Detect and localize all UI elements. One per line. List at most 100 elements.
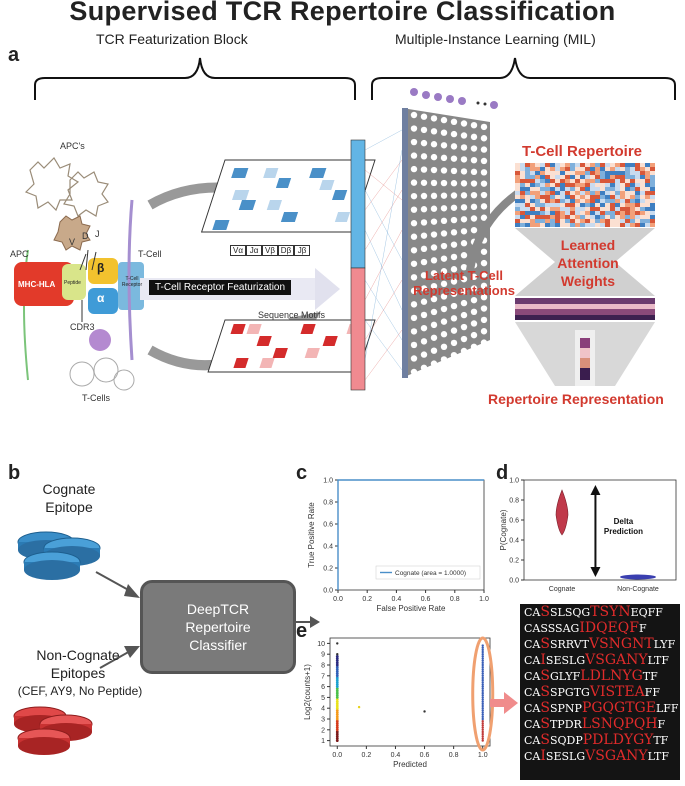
network-node — [440, 255, 448, 262]
heatmap-cell — [540, 215, 545, 219]
motifs-label: Sequence Motifs — [258, 310, 326, 320]
heatmap-cell — [525, 171, 530, 175]
attention-weights-strip — [515, 298, 655, 320]
logo-row: CASSRRVTVSNGNTLYF — [520, 636, 680, 652]
network-node — [420, 153, 428, 160]
network-node — [450, 278, 458, 285]
heatmap-cell — [605, 163, 610, 167]
scatter-xtick-label: 0.6 — [420, 752, 430, 759]
heatmap-cell — [620, 199, 625, 203]
heatmap-cell — [635, 219, 640, 223]
heatmap-cell — [580, 195, 585, 199]
petri-dishes — [13, 531, 140, 755]
heatmap-cell — [595, 167, 600, 171]
scatter-point — [481, 709, 484, 712]
scatter-point — [481, 650, 484, 654]
heatmap-cell — [640, 195, 645, 199]
heatmap-cell — [550, 183, 555, 187]
network-node — [480, 271, 488, 278]
roc-ytick-label: 0.6 — [323, 522, 333, 529]
network-node — [450, 167, 458, 175]
heatmap-cell — [555, 207, 560, 211]
heatmap-cell — [560, 175, 565, 179]
scatter-point — [335, 734, 339, 738]
scatter-point — [481, 696, 484, 699]
heatmap-cell — [570, 167, 575, 171]
heatmap-cell — [585, 195, 590, 199]
heatmap-cell — [540, 183, 545, 187]
heatmap-cell — [615, 219, 620, 223]
network-node — [470, 145, 478, 152]
heatmap-cell — [620, 207, 625, 211]
roc-ytick-label: 0.2 — [323, 566, 333, 573]
logo-segment: PDLDYGY — [582, 732, 654, 748]
heatmap-cell — [530, 167, 535, 171]
heatmap-cell — [555, 223, 560, 227]
heatmap-cell — [610, 183, 615, 187]
logo-segment: I — [540, 652, 546, 668]
network-node — [480, 305, 488, 312]
heatmap-cell — [550, 199, 555, 203]
scatter-point — [335, 726, 339, 730]
apc-membrane — [23, 249, 29, 381]
logo-segment: S — [540, 636, 550, 652]
scatter-point — [481, 735, 484, 738]
heatmap-cell — [605, 203, 610, 207]
scatter-ytick-label: 7 — [321, 673, 325, 680]
violin-ytick-label: 0.8 — [509, 498, 519, 505]
logo-segment: SL — [549, 606, 565, 619]
roc-xtick-label: 1.0 — [479, 596, 489, 603]
heatmap-cell — [635, 163, 640, 167]
heatmap-cell — [540, 163, 545, 167]
heatmap-cell — [605, 179, 610, 183]
peptide-icon — [62, 264, 86, 300]
heatmap-cell — [630, 187, 635, 191]
network-node — [470, 226, 478, 234]
heatmap-cell — [590, 171, 595, 175]
heatmap-cell — [595, 211, 600, 215]
network-node — [430, 257, 438, 264]
heatmap-cell — [595, 219, 600, 223]
logo-segment: VSNGNT — [588, 636, 654, 652]
network-node — [470, 331, 478, 339]
heatmap-cell — [615, 215, 620, 219]
heatmap-cell — [640, 223, 645, 227]
roc-xtick-label: 0.0 — [333, 596, 343, 603]
roc-xtick-label: 0.4 — [392, 596, 402, 603]
scatter-point — [481, 646, 484, 649]
heatmap-cell — [575, 199, 580, 203]
heatmap-cell — [620, 215, 625, 219]
heatmap-cell — [590, 219, 595, 223]
heatmap-cell — [595, 179, 600, 183]
logo-segment: SPNP — [549, 702, 582, 715]
heatmap-cell — [530, 215, 535, 219]
heatmap-cell — [530, 211, 535, 215]
network-node — [420, 113, 428, 120]
network-node — [470, 156, 478, 164]
network-node — [460, 263, 468, 271]
heatmap-cell — [520, 163, 525, 167]
heatmap-cell — [520, 183, 525, 187]
heatmap-cell — [650, 187, 655, 191]
network-node — [420, 258, 428, 266]
heatmap-cell — [580, 207, 585, 211]
heatmap-cell — [520, 211, 525, 215]
heatmap-cell — [605, 175, 610, 179]
heatmap-cell — [580, 167, 585, 171]
scatter-xtick-label: 0.8 — [449, 752, 459, 759]
heatmap-cell — [565, 171, 570, 175]
scatter-point — [481, 644, 484, 647]
network-node — [440, 318, 448, 325]
violin-ylabel: P(Cognate) — [499, 509, 508, 550]
heatmap-cell — [525, 215, 530, 219]
network-node — [410, 165, 418, 173]
heatmap-cell — [550, 207, 555, 211]
heatmap-cell — [565, 223, 570, 227]
heatmap-cell — [635, 203, 640, 207]
heatmap-cell — [540, 207, 545, 211]
d-label: D — [82, 231, 89, 241]
heatmap-cell — [650, 219, 655, 223]
network-node — [410, 287, 418, 295]
heatmap-cell — [610, 191, 615, 195]
